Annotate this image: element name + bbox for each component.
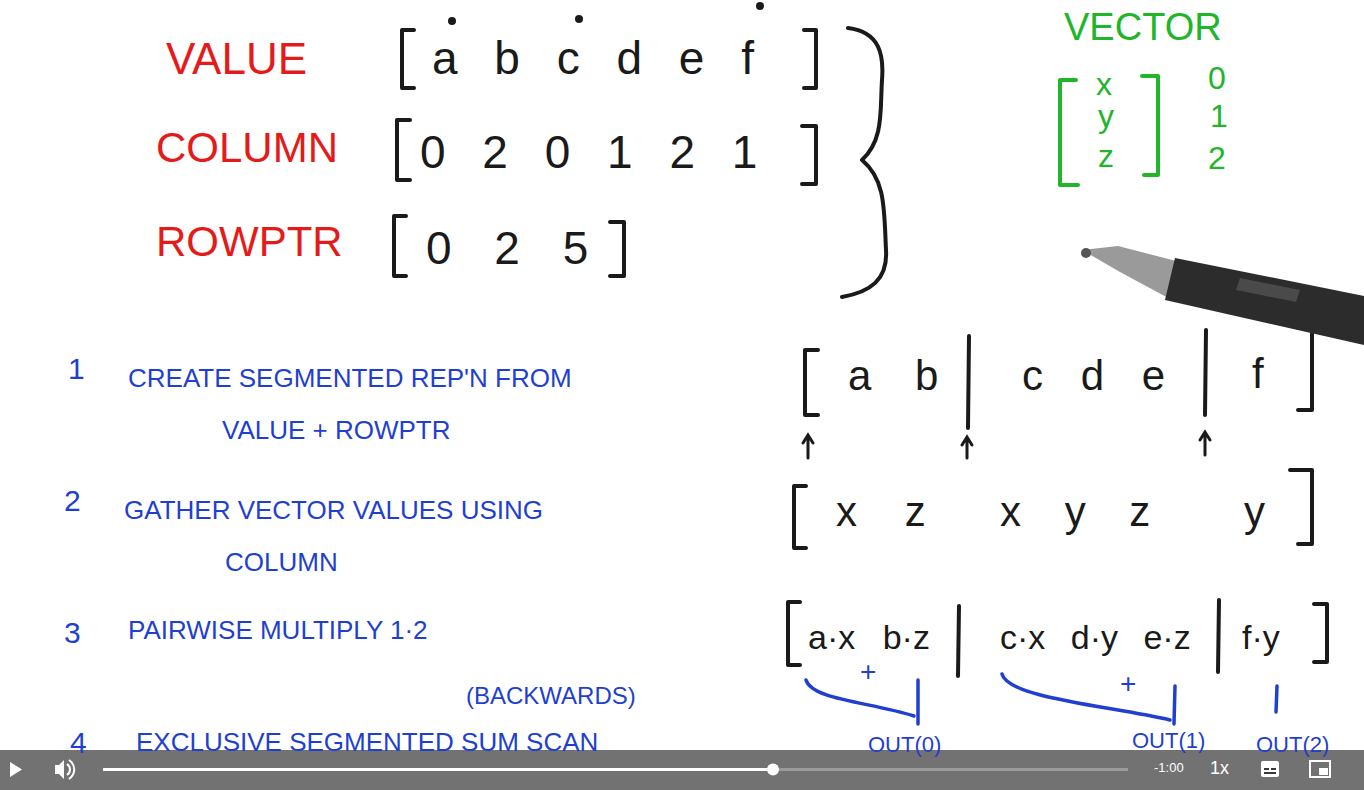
curly-brace [842, 28, 886, 297]
products: c·x d·y e·z [1000, 618, 1191, 657]
segment-values: a b [848, 352, 938, 400]
output-label: OUT(2) [1256, 732, 1329, 757]
step-number: 4 [70, 726, 87, 761]
segment-values: c d e [1022, 352, 1165, 400]
gathered-values: x y z [1000, 488, 1150, 536]
vector-index: 2 [1208, 140, 1226, 177]
speed-button: 1x [1210, 758, 1229, 779]
step-text: GATHER VECTOR VALUES USING COLUMN [124, 484, 605, 588]
vector-index: 1 [1210, 98, 1228, 135]
vector-entry: z [1098, 138, 1114, 175]
segment-divider [1218, 600, 1219, 672]
bracket [1298, 328, 1312, 410]
up-arrow [1200, 432, 1210, 455]
bracket [402, 30, 414, 88]
step-number: 2 [64, 484, 81, 519]
array-values: a b c d e f [432, 32, 754, 85]
bracket [794, 486, 806, 548]
bracket [1142, 76, 1158, 175]
sum-line [1276, 686, 1277, 712]
vector-heading: VECTOR [1064, 6, 1222, 50]
time-remaining: -1:00 [1154, 761, 1184, 776]
bracket [805, 350, 818, 415]
sum-line [916, 680, 920, 724]
products: f·y [1242, 618, 1280, 657]
segment-divider [968, 336, 969, 428]
step-text: CREATE SEGMENTED REP'N FROM VALUE + ROWP… [128, 352, 622, 456]
row-heading: VALUE [166, 34, 307, 85]
bracket [1314, 604, 1327, 662]
gathered-values: y [1244, 488, 1265, 536]
up-arrow [962, 437, 972, 458]
marker-dot [756, 2, 764, 10]
row-heading: COLUMN [156, 124, 338, 172]
vector-entry: x [1096, 66, 1112, 103]
up-arrow [803, 435, 813, 458]
vector-entry: y [1098, 98, 1114, 135]
bracket [804, 30, 816, 88]
pen [1081, 246, 1364, 345]
marker-dot [448, 17, 456, 25]
sum-line [1174, 686, 1175, 724]
bracket [394, 216, 406, 276]
output-label: OUT(0) [868, 732, 941, 757]
segment-values: f [1252, 350, 1264, 398]
bracket [802, 126, 816, 184]
bracket [610, 222, 624, 276]
bracket [397, 120, 410, 180]
array-values: 0 2 5 [426, 222, 588, 275]
step-number: 3 [64, 616, 81, 651]
segment-divider [958, 606, 959, 676]
array-values: 0 2 0 1 2 1 [420, 126, 757, 179]
step-note: (BACKWARDS) [466, 682, 636, 710]
step-text: EXCLUSIVE SEGMENTED SUM SCAN [136, 728, 598, 758]
plus-sign: + [860, 656, 876, 688]
products: a·x b·z [808, 618, 930, 657]
step-text: PAIRWISE MULTIPLY 1·2 [128, 616, 428, 646]
bracket [1290, 470, 1312, 544]
sum-brace [1002, 674, 1170, 720]
segment-divider [1205, 330, 1206, 415]
plus-sign: + [1120, 668, 1136, 700]
row-heading: ROWPTR [156, 218, 343, 266]
bracket [788, 602, 800, 665]
output-label: OUT(1) [1132, 728, 1205, 753]
marker-dot [575, 15, 583, 23]
step-number: 1 [68, 352, 85, 387]
bracket [1060, 80, 1078, 185]
gathered-values: x z [836, 488, 926, 536]
vector-index: 0 [1208, 60, 1226, 97]
